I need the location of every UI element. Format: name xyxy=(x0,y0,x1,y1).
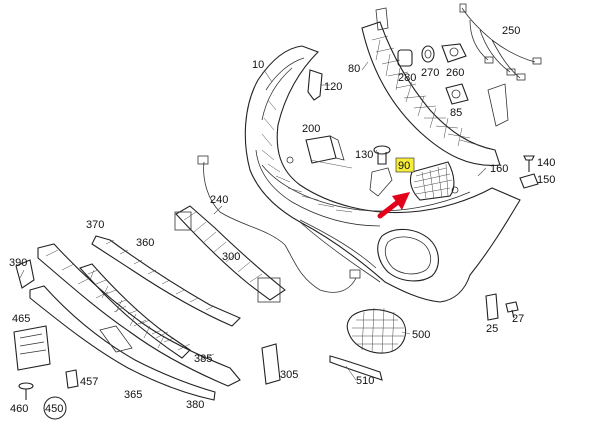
label-120: 120 xyxy=(324,81,342,93)
cover-365 xyxy=(99,325,133,353)
label-510: 510 xyxy=(356,375,374,387)
bracket-25 xyxy=(485,293,499,321)
label-85: 85 xyxy=(450,107,462,119)
label-270: 270 xyxy=(421,67,439,79)
wiring-harness-250 xyxy=(459,3,542,81)
label-10: 10 xyxy=(252,59,264,71)
trim-strip-360 xyxy=(91,235,241,327)
label-280: 280 xyxy=(398,72,416,84)
highlight-arrow xyxy=(377,192,410,219)
trim-strip-510 xyxy=(329,355,383,381)
lower-grille-385 xyxy=(79,263,191,359)
fog-grille-500 xyxy=(346,307,407,355)
bracket-305 xyxy=(261,343,281,385)
label-150: 150 xyxy=(537,174,555,186)
corner-trim xyxy=(369,167,393,197)
clip-457 xyxy=(65,369,79,389)
label-90: 90 xyxy=(398,160,410,172)
label-457: 457 xyxy=(80,376,98,388)
label-160: 160 xyxy=(490,163,508,175)
part-labels: 10 80 120 200 130 90 250 280 270 260 85 … xyxy=(9,25,555,415)
lower-trim-380 xyxy=(29,285,216,401)
bracket-120 xyxy=(307,69,330,101)
set-450-ring xyxy=(43,396,67,420)
label-25: 25 xyxy=(486,323,498,335)
label-385: 385 xyxy=(194,353,212,365)
label-200: 200 xyxy=(302,123,320,135)
label-300: 300 xyxy=(222,251,240,263)
label-465: 465 xyxy=(12,313,30,325)
label-305: 305 xyxy=(280,369,298,381)
grille-part-90 xyxy=(409,161,455,201)
bracket-390 xyxy=(15,259,35,289)
label-140: 140 xyxy=(537,157,555,169)
label-365: 365 xyxy=(124,389,142,401)
label-370: 370 xyxy=(86,219,104,231)
label-460: 460 xyxy=(10,403,28,415)
label-130: 130 xyxy=(355,149,373,161)
label-250: 250 xyxy=(502,25,520,37)
label-240: 240 xyxy=(210,194,228,206)
leader-lines xyxy=(19,61,487,381)
label-80: 80 xyxy=(348,63,360,75)
highlight-box-90 xyxy=(395,157,415,173)
control-unit-200 xyxy=(305,135,345,164)
clip-130 xyxy=(373,145,391,165)
license-plate-bracket-465 xyxy=(13,325,51,371)
mount-bracket-300 xyxy=(174,205,286,303)
label-450: 450 xyxy=(45,403,63,415)
label-380: 380 xyxy=(186,399,204,411)
screw-460 xyxy=(18,382,34,400)
rivet-27 xyxy=(505,301,519,319)
sensor-parts xyxy=(397,43,469,105)
front-lip-370 xyxy=(37,243,241,387)
screw-140 xyxy=(523,155,535,172)
bumper-cover xyxy=(244,45,521,303)
harness-240 xyxy=(197,155,361,293)
label-390: 390 xyxy=(9,257,27,269)
label-27: 27 xyxy=(512,313,524,325)
label-360: 360 xyxy=(136,237,154,249)
label-260: 260 xyxy=(446,67,464,79)
label-500: 500 xyxy=(412,329,430,341)
grille-carrier xyxy=(361,7,509,166)
nut-150 xyxy=(519,173,539,189)
